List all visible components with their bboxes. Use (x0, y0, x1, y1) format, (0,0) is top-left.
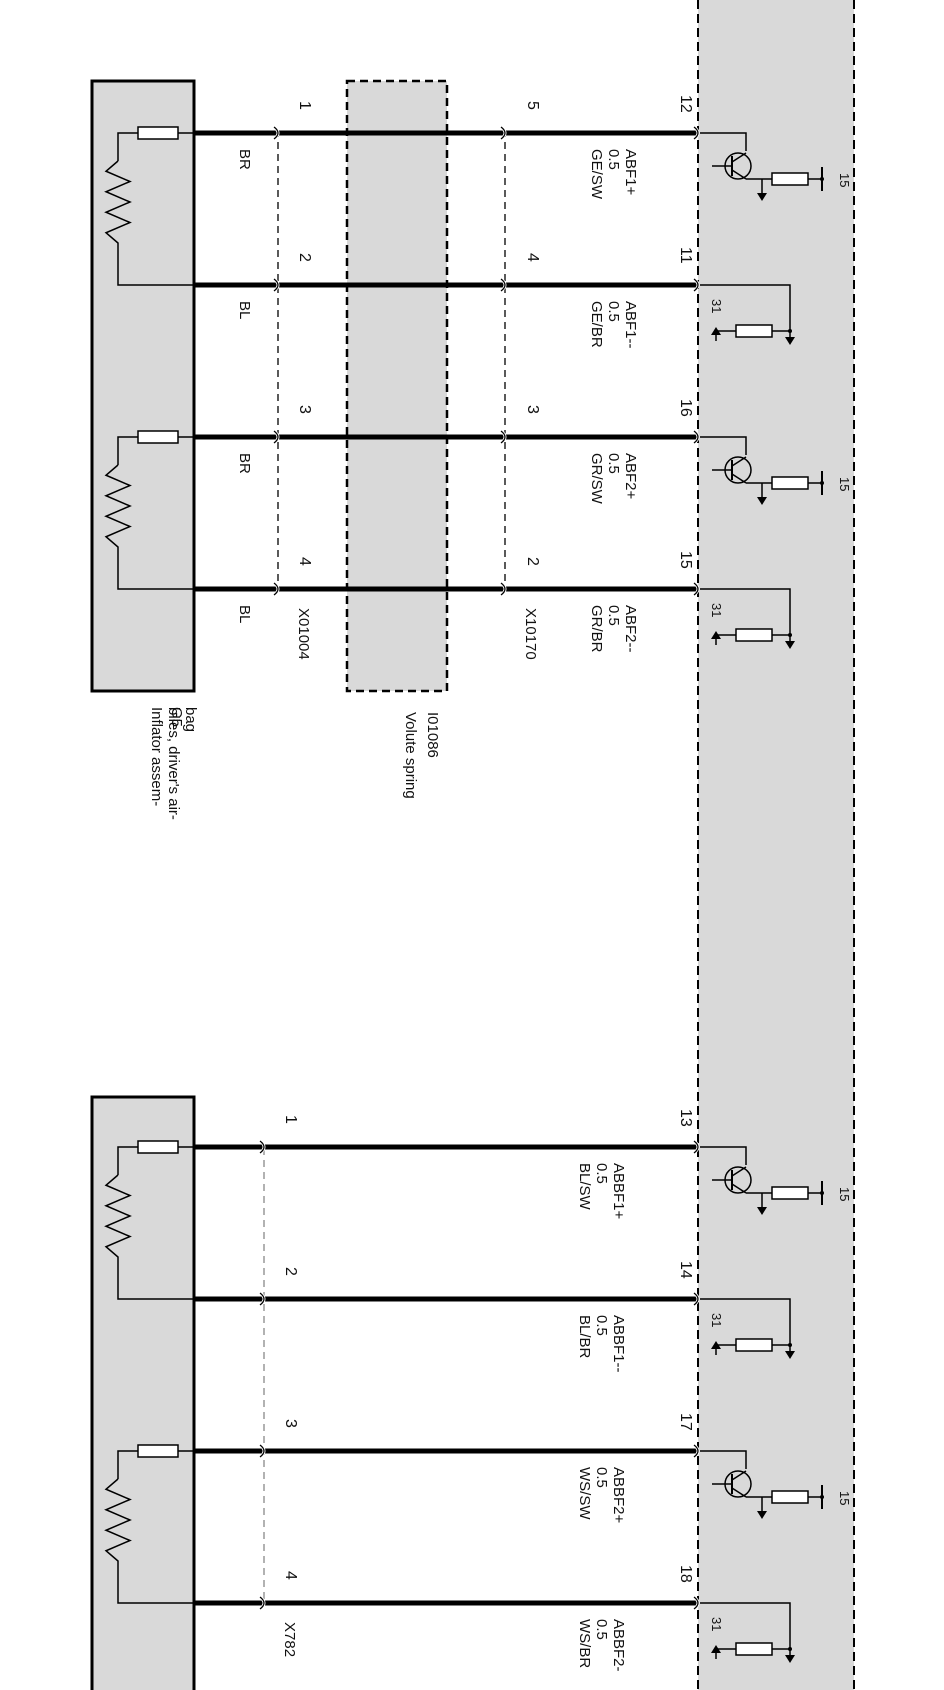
wire-top: 12 5 1BR ABF1+0.5GE/SW 15 (194, 95, 852, 201)
signal-name: ABBF1+ (610, 1163, 627, 1220)
ground-31-label: 31 (709, 1313, 724, 1327)
wire-gauge: 0.5 (593, 1467, 610, 1488)
wire-top: 16 3 3BR ABF2+0.5GR/SW 15 (194, 399, 852, 505)
wire-color-code: BL/BR (576, 1315, 593, 1359)
supply-15-label: 15 (837, 1187, 852, 1201)
signal-name: ABF1-- (622, 301, 639, 349)
ecu-pin-number: 11 (677, 247, 694, 264)
wire-color-code: GR/SW (588, 453, 605, 505)
connector-x782: X782 (281, 1622, 298, 1657)
supply-15-label: 15 (837, 1491, 852, 1505)
connector-pin-number: 4 (282, 1571, 299, 1580)
wire-top: 11 4 2BL ABF1--0.5GE/BR 31 (194, 247, 795, 349)
connector-pin-number: 1 (282, 1115, 299, 1124)
connector-pin-number: 3 (282, 1419, 299, 1428)
igniter-element (104, 430, 194, 590)
wire-gauge: 0.5 (605, 605, 622, 626)
supply-15-label: 15 (837, 173, 852, 187)
wire-gauge: 0.5 (593, 1163, 610, 1184)
signal-name: ABBF2- (610, 1619, 627, 1672)
wire-color-code: GE/SW (588, 149, 605, 200)
wire-gauge: 0.5 (593, 1315, 610, 1336)
ecu-pin-number: 13 (677, 1109, 694, 1127)
wire-gauge: 0.5 (605, 301, 622, 322)
connector-pin-number: 4 (296, 557, 313, 566)
connector-dash-lines (277, 130, 506, 592)
component-id-g5: G5 (168, 707, 185, 727)
connector-pin-number: 2 (296, 253, 313, 262)
wire-gauge: 0.5 (593, 1619, 610, 1640)
wire-color-code: GR/BR (588, 605, 605, 653)
connector-pin-number: 3 (296, 405, 313, 414)
ecu-pin-number: 12 (677, 95, 694, 113)
wire-color-code: WS/SW (576, 1467, 593, 1520)
supply-15-label: 15 (837, 477, 852, 491)
wire-gauge: 0.5 (605, 149, 622, 170)
signal-name: ABBF2+ (610, 1467, 627, 1524)
signal-name: ABF1+ (622, 149, 639, 196)
connector-pin-number: 4 (524, 253, 541, 262)
ecu-pin-number: 14 (677, 1261, 694, 1279)
svg-text:Inflator assem-blies, driver's: Inflator assem-blies, driver's air-bag (148, 707, 199, 820)
connector-pin-number: 3 (524, 405, 541, 414)
signal-name: ABF2+ (622, 453, 639, 500)
ground-31-label: 31 (709, 299, 724, 313)
wire-gauge: 0.5 (605, 453, 622, 474)
ground-31-label: 31 (709, 1617, 724, 1631)
ground-31-label: 31 (709, 603, 724, 617)
inflator-box-bottom (90, 1095, 196, 1690)
wire-color-label: BL (236, 301, 253, 319)
control-unit-panel (697, 0, 855, 1690)
volute-spring-box (345, 79, 449, 693)
connector-pin-number: 5 (524, 101, 541, 110)
ecu-pin-number: 15 (677, 551, 694, 569)
igniter-element (104, 1444, 194, 1604)
component-description-g5: Inflator assem-blies, driver's air-bag (148, 707, 199, 820)
igniter-element (104, 126, 194, 286)
volute-spring-id: I01086 (424, 712, 441, 758)
wire-color-code: GE/BR (588, 301, 605, 348)
wire-color-code: BL/SW (576, 1163, 593, 1211)
ecu-pin-number: 16 (677, 399, 694, 417)
wire-color-label: BR (236, 149, 253, 170)
connector-pin-number: 1 (296, 101, 313, 110)
signal-name: ABBF1-- (610, 1315, 627, 1373)
connector-x01004: X01004 (295, 608, 312, 660)
wire-color-label: BL (236, 605, 253, 623)
connector-pin-number: 2 (524, 557, 541, 566)
wire-color-code: WS/BR (576, 1619, 593, 1668)
connector-x10170: X10170 (522, 608, 539, 660)
connector-pin-number: 2 (282, 1267, 299, 1276)
igniter-element (104, 1140, 194, 1300)
signal-name: ABF2-- (622, 605, 639, 653)
ecu-pin-number: 17 (677, 1413, 694, 1431)
ecu-pin-number: 18 (677, 1565, 694, 1583)
volute-spring-label: Volute spring (402, 712, 419, 799)
wire-top: 15 2 4BL ABF2--0.5GR/BR 31 (194, 551, 795, 653)
wire-color-label: BR (236, 453, 253, 474)
